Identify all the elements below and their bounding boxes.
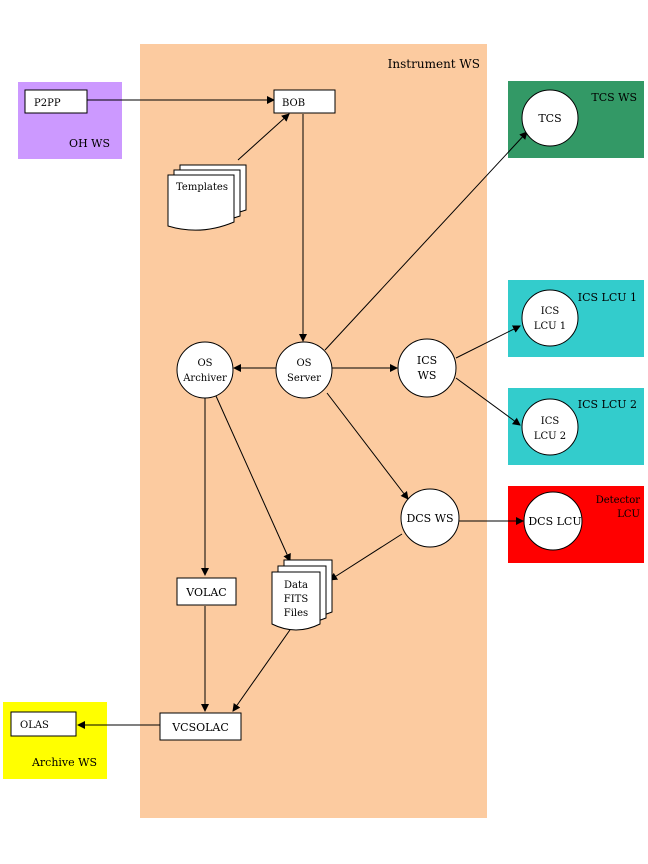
os-server-circle-line1: OS xyxy=(296,358,311,369)
data-fits-line1: Data xyxy=(284,580,308,591)
volac-box[interactable] xyxy=(176,577,237,606)
instrument-ws-region xyxy=(140,44,487,818)
os-archiver-circle-line2: Archiver xyxy=(182,373,227,384)
ics-lcu1-circle-line1: ICS xyxy=(541,306,560,317)
oh-ws-label: OH WS xyxy=(69,137,110,150)
ics-lcu-1-label: ICS LCU 1 xyxy=(578,291,637,304)
p2pp-box[interactable] xyxy=(24,89,88,114)
dcs-lcu-circle[interactable] xyxy=(523,491,583,551)
dcs-lcu-circle-label: DCS LCU xyxy=(528,515,581,528)
detector-lcu-label-line2: LCU xyxy=(617,509,640,520)
arrow-ics-ws-to-ics-lcu1 xyxy=(455,325,521,359)
ics-lcu1-circle[interactable] xyxy=(521,289,579,347)
bob-box-label: BOB xyxy=(282,98,305,109)
vcsolac-box-label: VCSOLAC xyxy=(171,721,229,734)
volac-box-label: VOLAC xyxy=(185,586,226,599)
tcs-circle-label: TCS xyxy=(538,112,561,125)
arrow-os-archiver-to-data-fits xyxy=(215,395,291,562)
os-archiver-circle[interactable] xyxy=(176,341,234,399)
arrow-data-fits-to-vcsolac xyxy=(232,626,293,712)
data-fits-files-document[interactable] xyxy=(271,559,333,631)
tcs-ws-label: TCS WS xyxy=(591,91,637,104)
detector-lcu-label-line1: Detector xyxy=(596,495,641,506)
ics-lcu2-circle-line2: LCU 2 xyxy=(534,431,566,442)
os-server-circle[interactable] xyxy=(275,341,333,399)
bob-box[interactable] xyxy=(273,89,336,114)
os-archiver-circle-line1: OS xyxy=(197,358,212,369)
olas-box-label: OLAS xyxy=(20,720,49,731)
ics-lcu2-circle-line1: ICS xyxy=(541,416,560,427)
arrow-os-server-to-dcs-ws xyxy=(326,392,409,500)
templates-document[interactable] xyxy=(167,164,247,231)
dcs-ws-circle-label: DCS WS xyxy=(406,512,453,525)
arrow-os-server-to-tcs xyxy=(324,131,528,351)
ics-lcu-2-label: ICS LCU 2 xyxy=(578,398,637,411)
ics-ws-circle-line1: ICS xyxy=(417,354,437,367)
ics-ws-circle-line2: WS xyxy=(418,369,437,382)
ics-ws-circle[interactable] xyxy=(397,338,457,398)
tcs-circle[interactable] xyxy=(521,89,579,147)
ics-lcu2-circle[interactable] xyxy=(521,398,579,456)
vcsolac-box[interactable] xyxy=(159,712,242,741)
ics-lcu1-circle-line2: LCU 1 xyxy=(534,321,566,332)
p2pp-box-label: P2PP xyxy=(34,98,61,109)
os-server-circle-line2: Server xyxy=(287,373,321,384)
instrument-ws-label: Instrument WS xyxy=(388,57,480,71)
olas-box[interactable] xyxy=(10,711,77,737)
dcs-ws-circle[interactable] xyxy=(400,488,460,548)
arrow-dcs-ws-to-data-fits xyxy=(329,533,403,581)
templates-document-label: Templates xyxy=(176,182,228,193)
arrow-ics-ws-to-ics-lcu2 xyxy=(455,377,521,426)
archive-ws-label: Archive WS xyxy=(31,756,97,769)
data-fits-line2: FITS xyxy=(284,594,309,605)
data-fits-line3: Files xyxy=(284,608,308,619)
arrow-templates-to-bob xyxy=(237,113,290,161)
